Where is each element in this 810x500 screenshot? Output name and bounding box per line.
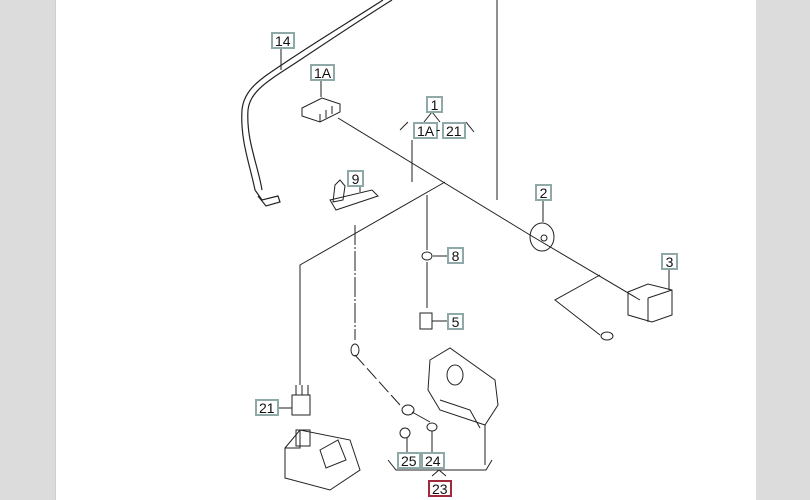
callout-14[interactable]: 14 <box>271 32 295 49</box>
callout-5[interactable]: 5 <box>447 313 464 330</box>
bracket-1 <box>399 111 475 182</box>
callout-21-range[interactable]: 21 <box>442 122 466 139</box>
main-harness <box>337 117 641 301</box>
callout-23-selected[interactable]: 23 <box>428 480 452 497</box>
connector-3 <box>554 269 673 341</box>
ring-terminal <box>350 343 360 357</box>
ground-leader <box>354 354 401 406</box>
connector-1A <box>301 97 341 123</box>
clip-9 <box>329 179 379 211</box>
callout-1[interactable]: 1 <box>426 96 443 113</box>
callout-9[interactable]: 9 <box>347 170 364 187</box>
callout-24[interactable]: 24 <box>421 452 445 469</box>
callout-2[interactable]: 2 <box>535 184 552 201</box>
callout-1A-connector[interactable]: 1A <box>310 64 336 81</box>
branch-21 <box>299 181 446 385</box>
callout-21[interactable]: 21 <box>255 399 279 416</box>
callout-3[interactable]: 3 <box>661 253 678 270</box>
bracket-23 <box>387 459 493 477</box>
callout-1A-range[interactable]: 1A <box>413 122 439 139</box>
relay-box <box>284 429 361 491</box>
callout-8[interactable]: 8 <box>447 247 464 264</box>
hose-14 <box>241 0 393 207</box>
grommet-2 <box>529 199 555 252</box>
callout-25[interactable]: 25 <box>397 452 421 469</box>
connector-21 <box>275 385 311 416</box>
range-separator: - <box>436 122 441 137</box>
fuse-holder-23 <box>399 347 499 465</box>
right-margin <box>756 0 810 500</box>
left-margin <box>0 0 56 500</box>
fastener-8 <box>421 251 447 261</box>
connector-5 <box>419 312 447 330</box>
